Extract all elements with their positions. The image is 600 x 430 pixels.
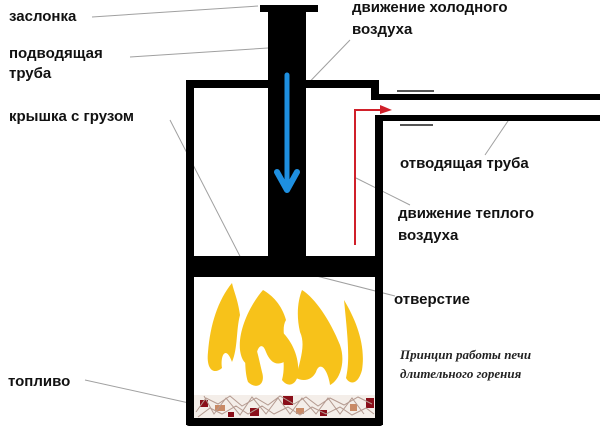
stove-right-wall-lower xyxy=(375,116,383,425)
leader-weighted-lid xyxy=(169,119,246,267)
outlet-pipe xyxy=(371,90,600,126)
fuel xyxy=(194,395,375,418)
label-warm-air-line2: воздуха xyxy=(398,227,459,244)
label-inlet-pipe-line1: подводящая xyxy=(9,45,103,62)
leader-outlet-pipe xyxy=(484,117,511,156)
label-damper: заслонка xyxy=(9,8,77,25)
stove-right-wall-upper xyxy=(371,80,379,98)
label-opening: отверстие xyxy=(394,291,470,308)
leader-inlet-pipe xyxy=(129,47,269,58)
stove-body xyxy=(186,80,383,426)
warm-air-arrow xyxy=(354,105,392,245)
label-inlet-pipe-line2: труба xyxy=(9,65,52,82)
caption-line1: Принцип работы печи xyxy=(399,347,531,362)
label-fuel: топливо xyxy=(8,373,70,390)
stove-bottom xyxy=(186,418,383,426)
cold-air-arrow xyxy=(274,72,300,193)
leader-damper xyxy=(91,5,259,18)
flame xyxy=(207,283,363,386)
leader-fuel xyxy=(84,379,199,406)
stove-top-wall-left xyxy=(186,80,270,88)
label-warm-air-line1: движение теплого xyxy=(398,205,534,222)
weighted-lid xyxy=(194,256,375,277)
label-weighted-lid: крышка с грузом xyxy=(9,108,134,125)
outlet-pipe-bottom xyxy=(375,115,600,121)
label-cold-air-line2: воздуха xyxy=(352,21,413,38)
stove-top-wall-right xyxy=(306,80,378,88)
caption-line2: длительного горения xyxy=(400,366,522,381)
label-cold-air-line1: движение холодного xyxy=(352,0,508,16)
label-outlet-pipe: отводящая труба xyxy=(400,155,529,172)
stove-left-wall xyxy=(186,80,194,425)
outlet-pipe-top xyxy=(371,94,600,100)
